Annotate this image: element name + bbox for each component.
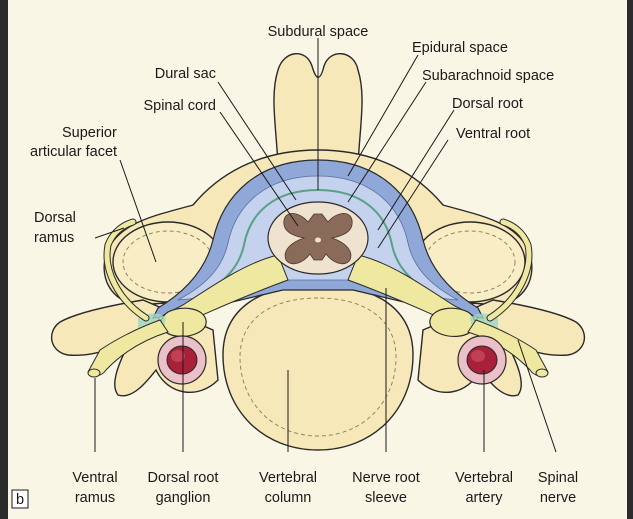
vertebral-artery-right <box>458 336 506 384</box>
label-vertebral-artery-1: Vertebral <box>455 470 513 486</box>
panel-letter: b <box>16 492 24 508</box>
label-dorsal-ramus-1: Dorsal <box>34 210 76 226</box>
label-spinal-nerve-1: Spinal <box>538 470 578 486</box>
label-epidural-space: Epidural space <box>412 40 508 56</box>
label-vertebral-column-2: column <box>265 490 312 506</box>
label-dorsal-ramus-2: ramus <box>34 230 74 246</box>
label-nerve-root-sleeve-2: sleeve <box>365 490 407 506</box>
label-ventral-ramus-1: Ventral <box>72 470 117 486</box>
vertebral-artery-left <box>158 336 206 384</box>
label-superior-articular-facet-2: articular facet <box>30 144 117 160</box>
label-dorsal-root-ganglion-2: ganglion <box>156 490 211 506</box>
spine-cross-section-diagram: Subdural space Epidural space Dural sac … <box>8 0 627 519</box>
label-ventral-ramus-2: ramus <box>75 490 115 506</box>
label-dural-sac: Dural sac <box>155 66 216 82</box>
label-dorsal-root-ganglion-1: Dorsal root <box>148 470 219 486</box>
label-nerve-root-sleeve-1: Nerve root <box>352 470 420 486</box>
label-dorsal-root: Dorsal root <box>452 96 523 112</box>
label-spinal-nerve-2: nerve <box>540 490 576 506</box>
vertebral-body <box>223 285 413 450</box>
label-subdural-space: Subdural space <box>268 24 369 40</box>
label-spinal-cord: Spinal cord <box>143 98 216 114</box>
label-vertebral-artery-2: artery <box>465 490 503 506</box>
label-subarachnoid-space: Subarachnoid space <box>422 68 554 84</box>
label-vertebral-column-1: Vertebral <box>259 470 317 486</box>
figure-panel: Subdural space Epidural space Dural sac … <box>8 0 627 519</box>
spinal-cord <box>268 202 368 274</box>
label-superior-articular-facet-1: Superior <box>62 125 117 141</box>
panel-letter-badge: b <box>12 490 28 508</box>
label-ventral-root: Ventral root <box>456 126 530 142</box>
